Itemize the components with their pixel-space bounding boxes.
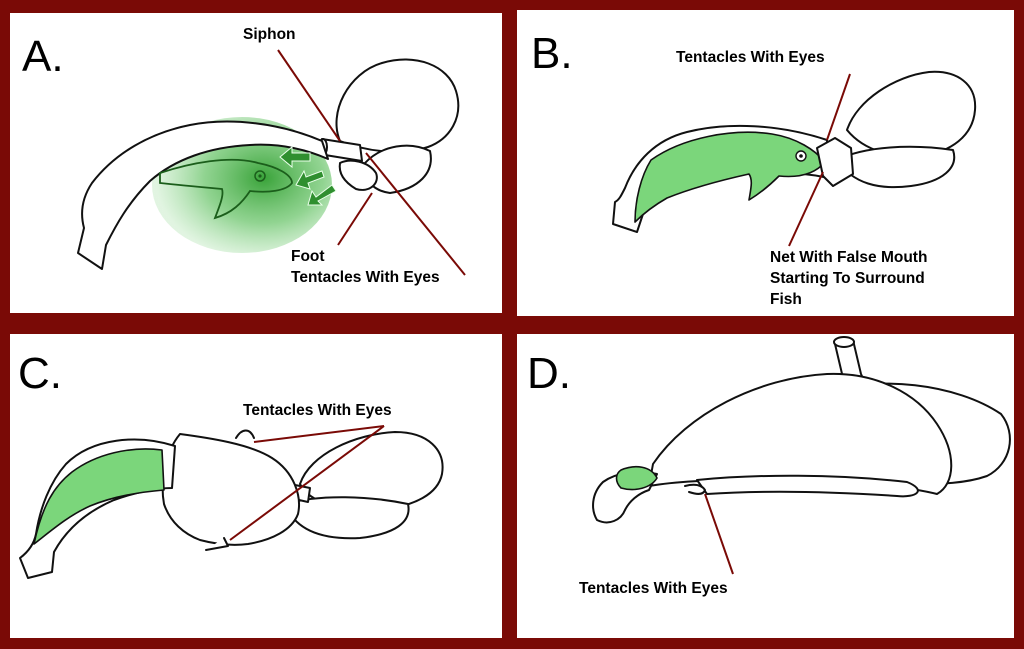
label-net-line2: Starting To Surround [770,270,925,287]
foot [338,159,378,191]
panel-letter-c: C. [18,349,62,398]
clam-foot [696,474,919,498]
label-siphon: Siphon [243,26,296,43]
panel-b-drawing [612,70,977,247]
label-tentacles-d: Tentacles With Eyes [579,580,728,597]
leader-tentacles-2 [229,425,385,541]
panel-letter-a: A. [22,32,64,81]
label-net-line3: Fish [770,291,802,308]
label-foot: Foot [291,248,325,265]
clam-stalk [77,120,329,270]
leader-net [788,171,824,247]
leader-tentacles-d [704,493,734,575]
label-tentacles-b: Tentacles With Eyes [676,49,825,66]
panel-b: B. Tentacles With Eyes Net With False Mo… [517,10,1014,316]
leader-tentacles [826,73,851,141]
label-tentacles-c: Tentacles With Eyes [243,402,392,419]
panel-c-drawing [19,425,444,579]
clam-mantle [836,145,956,189]
net-false-mouth [816,137,854,187]
tentacles-d [684,483,706,495]
clam-shell [335,58,460,153]
panel-letter-d: D. [527,349,571,398]
leader-tentacles [365,152,466,276]
panel-d: D. Tentacles With Eyes [517,334,1014,638]
clam-mantle [284,496,410,540]
lure-fish [634,131,826,223]
lure-fish [159,158,293,220]
leader-foot [337,192,373,246]
label-tentacles-a: Tentacles With Eyes [291,269,440,286]
panel-d-drawing [592,336,1011,575]
panel-c: C. Tentacles With Eyes [10,334,502,638]
flow-arrows [279,145,337,206]
leader-tentacles-1 [253,425,385,443]
panel-a-drawing [77,49,466,276]
leader-siphon [277,49,341,142]
panel-a: A. Siphon Foot Tentacles With Eyes [10,13,502,313]
panel-letter-b: B. [531,29,573,78]
trapped-fish [615,465,658,491]
clam-shell [846,70,977,158]
label-net-line1: Net With False Mouth [770,249,928,266]
closed-net [161,433,300,546]
trapped-fish [33,448,165,545]
